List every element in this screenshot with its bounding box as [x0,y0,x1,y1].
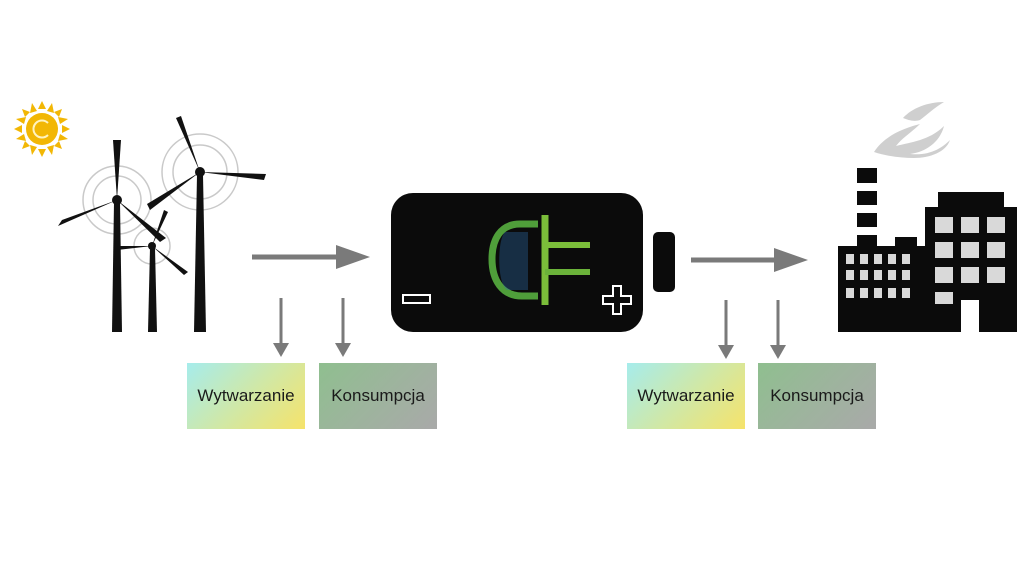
generation-box-right: Wytwarzanie [627,363,745,429]
wind-turbines-icon [58,116,266,332]
sun-icon [14,101,70,157]
plus-icon [602,285,632,315]
consumption-label-right: Konsumpcja [770,386,864,405]
consumption-label-left: Konsumpcja [331,386,425,405]
smoke-icon [874,102,950,158]
minus-icon [402,294,431,304]
generation-label-left: Wytwarzanie [197,386,295,405]
consumption-box-left: Konsumpcja [319,363,437,429]
battery-icon [391,193,675,332]
plug-icon [435,215,590,305]
generation-box-left: Wytwarzanie [187,363,305,429]
factory-icon [838,168,1017,332]
generation-label-right: Wytwarzanie [637,386,735,405]
consumption-box-right: Konsumpcja [758,363,876,429]
